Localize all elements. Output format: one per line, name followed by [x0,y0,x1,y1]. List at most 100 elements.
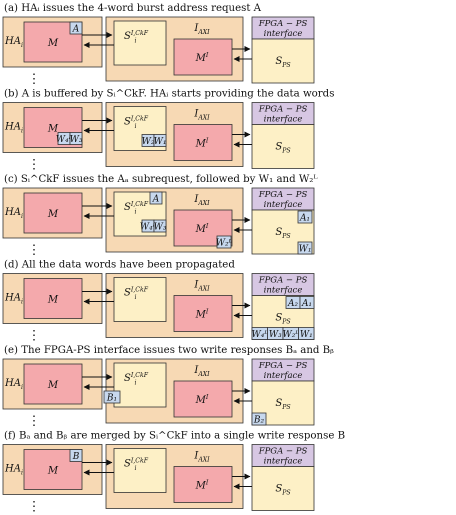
token-fpga-0: B₂ [253,415,265,425]
fpga-body [251,124,315,169]
fpga-subtitle: interface [264,200,303,210]
token-fpga-3: W₃ [269,330,282,340]
panel-caption-d: (d) All the data words have been propaga… [4,259,235,271]
m-label: M [47,466,59,477]
sps-label: SPS [275,227,290,240]
ha-more-dots: ⋮ [28,72,41,87]
token-s-0: B₁ [106,393,117,403]
panel-f: (f) Bₐ and Bᵦ are merged by Sᵢ^CkF into … [2,430,345,515]
ha-label: HAi [4,36,23,49]
m-box [23,192,83,234]
token-m-0: B [72,452,80,462]
fpga-title: FPGA − PS [258,19,308,29]
token-fpga-1: A₁ [301,299,312,309]
ha-label: HAi [4,378,23,391]
token-s-0: W₂ [142,137,155,147]
panel-b: (b) A is buffered by Sᵢ^CkF. HAᵢ starts … [2,88,334,173]
ha-label: HAi [4,464,23,477]
iaxi-label: IAXI [193,109,210,122]
token-s-1-box [153,134,167,147]
m-box [23,278,83,319]
panel-caption-f: (f) Bₐ and Bᵦ are merged by Sᵢ^CkF into … [4,430,345,442]
mi-label: MI [195,309,209,321]
m-label: M [47,38,59,49]
token-fpga-2: W₄ᴸ [251,330,268,340]
token-s-2: W₃ [154,222,167,232]
iaxi-label: IAXI [193,365,210,378]
fpga-title: FPGA − PS [258,276,308,286]
fpga-body [251,38,315,84]
sps-label: SPS [275,313,290,326]
token-fpga-1-box [297,241,313,255]
token-fpga-4: W₂ᴸ [282,330,299,340]
panel-d: (d) All the data words have been propaga… [2,259,315,344]
ha-more-dots: ⋮ [28,158,41,173]
panel-caption-c: (c) Sᵢ^CkF issues the Aₐ subrequest, fol… [4,173,318,185]
sps-label: SPS [275,398,290,411]
token-fpga-0-box [251,412,267,426]
token-m-0: W₄ᴸ [56,135,73,145]
mi-label: MI [195,52,209,64]
panel-caption-e: (e) The FPGA-PS interface issues two wri… [4,344,334,356]
panels: (a) HAᵢ issues the 4-word burst address … [2,2,345,515]
iaxi-label: IAXI [193,194,210,207]
panel-c: (c) Sᵢ^CkF issues the Aₐ subrequest, fol… [2,173,318,258]
m-box [23,363,83,405]
mi-box [173,38,233,76]
m-label: M [47,380,59,391]
ha-more-dots: ⋮ [28,243,41,258]
panel-caption-a: (a) HAᵢ issues the 4-word burst address … [4,2,262,14]
mi-label: MI [195,480,209,492]
mi-box [173,295,233,332]
sps-label: SPS [275,484,290,497]
m-label: M [47,209,59,220]
mi-box [173,466,233,503]
token-m-0-box [69,21,83,35]
fpga-subtitle: interface [264,115,303,125]
ha-more-dots: ⋮ [28,414,41,429]
fpga-title: FPGA − PS [258,447,308,457]
panel-a: (a) HAᵢ issues the 4-word burst address … [2,2,315,87]
s-box [113,277,167,322]
sps-label: SPS [275,142,290,155]
token-fpga-5: W₁ [300,330,313,340]
mi-label: MI [195,138,209,150]
token-fpga-0-box [297,210,313,224]
fpga-title: FPGA − PS [258,361,308,371]
mi-box [173,124,233,161]
token-fpga-1: W₁ [299,244,312,254]
token-s-0: A [152,194,160,204]
token-m-1-box [69,132,83,145]
token-s-0-box [149,191,163,205]
token-s-1: W₄ᴸ [140,222,157,232]
token-fpga-0: A₂ [287,299,298,309]
token-fpga-0: A₁ [299,213,310,223]
token-fpga-5-box [298,327,315,340]
mi-box [173,380,233,418]
token-iaxi-0-box [216,235,232,249]
token-fpga-1-box [299,296,315,309]
token-m-1: W₃ [70,135,83,145]
s-box [113,362,167,408]
ha-label: HAi [4,122,23,135]
token-m-0-box [69,449,83,462]
mi-label: MI [195,394,209,406]
token-m-0: A [72,24,80,34]
fpga-subtitle: interface [264,457,303,467]
iaxi-label: IAXI [193,451,210,464]
fpga-subtitle: interface [264,286,303,296]
fpga-title: FPGA − PS [258,105,308,115]
panel-e: (e) The FPGA-PS interface issues two wri… [2,344,334,429]
token-s-2-box [153,219,167,233]
sps-label: SPS [275,56,290,69]
token-iaxi-0: W₂ᴸ [216,238,233,248]
fpga-title: FPGA − PS [258,190,308,200]
iaxi-label: IAXI [193,23,210,36]
mi-label: MI [195,223,209,235]
m-label: M [47,124,59,135]
